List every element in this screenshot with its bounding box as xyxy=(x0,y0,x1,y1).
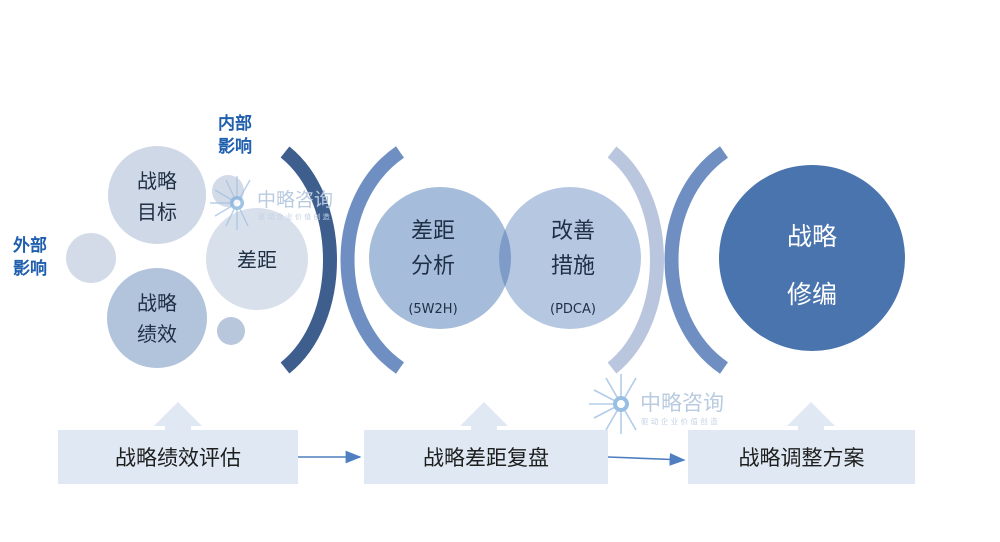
watermark-name-2: 中略咨询 xyxy=(640,391,724,415)
improvement-label: 改善 措施 xyxy=(533,214,613,284)
strategy-revision-label: 战略 修编 xyxy=(762,208,862,323)
bottom-small-bubble xyxy=(217,317,245,345)
up-arrow-3 xyxy=(787,402,835,432)
external-impact-line-2: 影响 xyxy=(13,258,47,279)
watermark-tagline-2: 驱 动 企 业 价 值 创 造 xyxy=(641,416,718,426)
process-box-review: 战略差距复盘 xyxy=(364,430,608,484)
strategy-goal-line-1: 战略 xyxy=(137,169,177,193)
process-label-review: 战略差距复盘 xyxy=(423,446,549,470)
bracket-1 xyxy=(280,146,337,374)
improvement-line-2: 措施 xyxy=(550,254,595,280)
gap-analysis-label: 差距 分析 xyxy=(393,214,473,284)
gap-analysis-line-2: 分析 xyxy=(410,254,455,280)
external-impact-line-1: 外部 xyxy=(13,236,47,256)
process-box-assessment: 战略绩效评估 xyxy=(58,430,298,484)
gap-analysis-line-1: 差距 xyxy=(410,219,455,244)
strategy-performance-line-2: 绩效 xyxy=(137,322,177,346)
process-box-adjustment: 战略调整方案 xyxy=(688,430,915,484)
watermark-name-1: 中略咨询 xyxy=(257,189,333,211)
gap-label: 差距 xyxy=(237,248,277,272)
strategy-goal-label: 战略 目标 xyxy=(117,166,197,228)
watermark-logo-1 xyxy=(210,176,251,230)
watermark-tagline-1: 驱 动 企 业 价 值 创 造 xyxy=(258,212,330,221)
strategy-goal-bubble xyxy=(108,146,206,244)
improvement-line-1: 改善 xyxy=(550,219,595,244)
strategy-goal-line-2: 目标 xyxy=(137,200,177,224)
bracket-2 xyxy=(340,146,405,374)
improvement-method: (PDCA) xyxy=(550,302,596,317)
gap-analysis-circle xyxy=(369,187,511,329)
internal-impact-line-2: 影响 xyxy=(218,136,252,157)
strategy-revision-line-1: 战略 xyxy=(786,222,837,251)
bracket-4 xyxy=(664,146,729,374)
strategy-performance-line-1: 战略 xyxy=(137,291,177,315)
external-small-bubble xyxy=(66,233,116,283)
watermark-logo-2 xyxy=(589,374,637,434)
up-arrow-1 xyxy=(154,402,202,432)
gap-bubble xyxy=(206,208,308,310)
strategy-revision-line-2: 修编 xyxy=(786,279,837,309)
gap-analysis-method: (5W2H) xyxy=(408,302,458,317)
process-label-adjustment: 战略调整方案 xyxy=(738,446,865,470)
internal-impact-note: 内部 影响 xyxy=(210,113,260,159)
process-label-assessment: 战略绩效评估 xyxy=(115,446,241,470)
improvement-circle xyxy=(499,187,641,329)
internal-impact-line-1: 内部 xyxy=(218,114,252,134)
up-arrow-2 xyxy=(460,402,508,432)
process-arrow-2 xyxy=(607,453,686,466)
strategy-revision-circle xyxy=(719,165,905,351)
strategy-performance-label: 战略 绩效 xyxy=(117,288,197,350)
bracket-3 xyxy=(607,146,664,374)
strategy-performance-bubble xyxy=(107,268,207,368)
external-impact-note: 外部 影响 xyxy=(6,235,54,281)
